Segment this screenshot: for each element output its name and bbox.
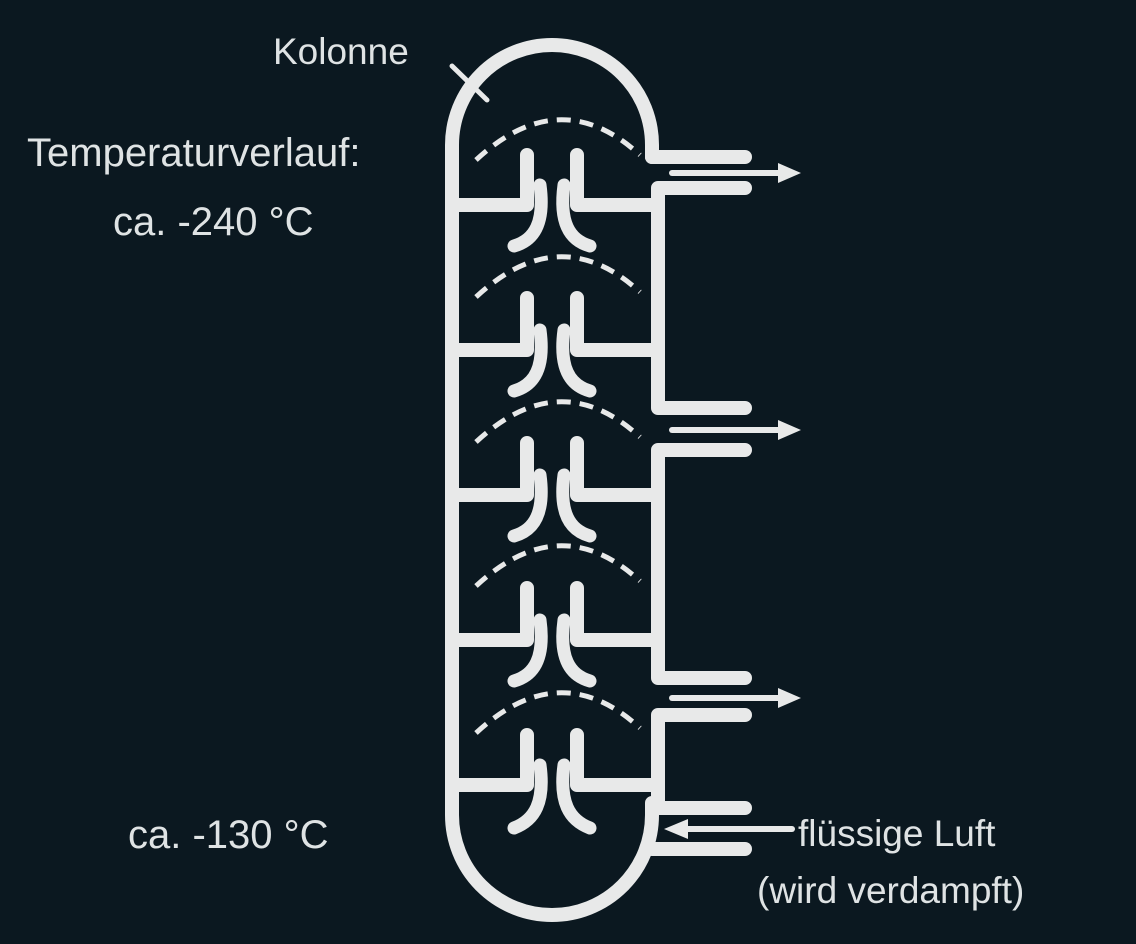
bottom-temperature: ca. -130 °C <box>128 813 329 857</box>
side-outlet-2 <box>651 420 801 685</box>
side-outlet-3 <box>651 688 801 815</box>
column-label-leader <box>449 63 490 103</box>
feed-arrowhead <box>664 819 688 839</box>
side-outlet-1 <box>645 150 801 415</box>
outlet-arrowhead <box>778 420 801 440</box>
vapour-arc-5 <box>474 690 642 735</box>
tray-5 <box>445 728 659 835</box>
outlet-arrowhead <box>778 163 801 183</box>
top-temperature: ca. -240 °C <box>113 200 314 244</box>
vapour-arc-1 <box>474 117 642 162</box>
tray-2 <box>445 291 659 398</box>
vapour-arc-3 <box>474 399 642 444</box>
tray-4 <box>445 581 659 688</box>
tray-3 <box>445 436 659 543</box>
vapour-arc-4 <box>474 543 642 588</box>
feed-inlet <box>645 819 795 856</box>
tray-1 <box>445 148 659 253</box>
feed-label-line1: flüssige Luft <box>798 813 996 854</box>
vapour-arc-2 <box>474 254 642 299</box>
temperature-heading: Temperaturverlauf: <box>27 131 360 175</box>
column-shell <box>445 38 659 922</box>
feed-label-line2: (wird verdampft) <box>757 870 1024 911</box>
column-label: Kolonne <box>273 31 409 72</box>
outlet-arrowhead <box>778 688 801 708</box>
